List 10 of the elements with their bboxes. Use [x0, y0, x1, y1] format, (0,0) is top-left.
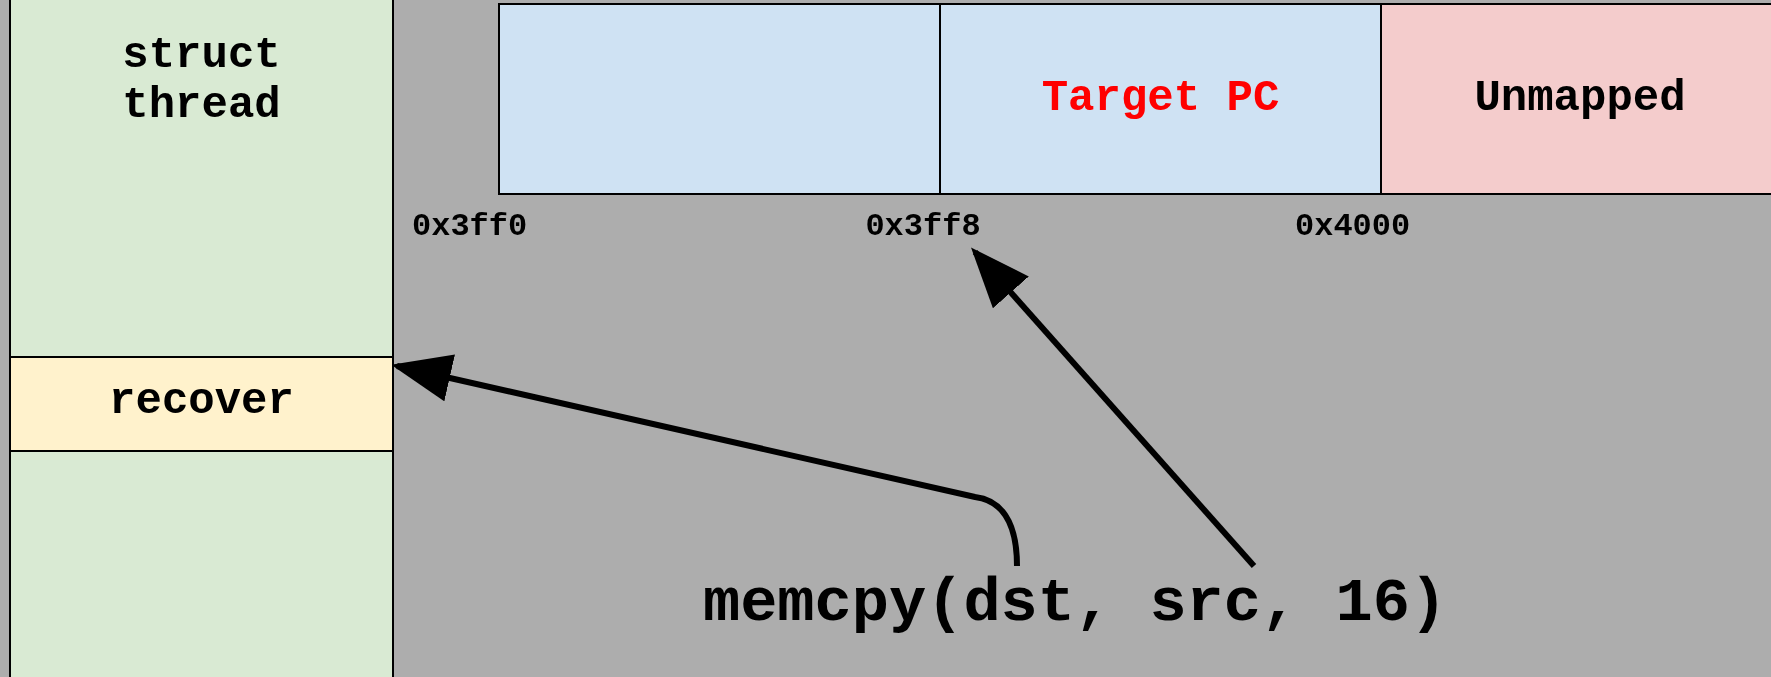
memory-cell: Target PC — [939, 3, 1382, 195]
memory-cell — [498, 3, 941, 195]
struct-box: struct thread recover — [9, 0, 394, 677]
field-band: recover — [9, 356, 394, 452]
address-text: 0x3ff8 — [855, 208, 991, 250]
arrow — [971, 247, 1257, 568]
address-label: 0x4000 — [1295, 208, 1411, 245]
code-text: memcpy(dst, src, 16) — [590, 568, 1560, 648]
memory-cell: Unmapped — [1380, 3, 1771, 195]
address-label: 0x3ff0 — [412, 208, 528, 245]
